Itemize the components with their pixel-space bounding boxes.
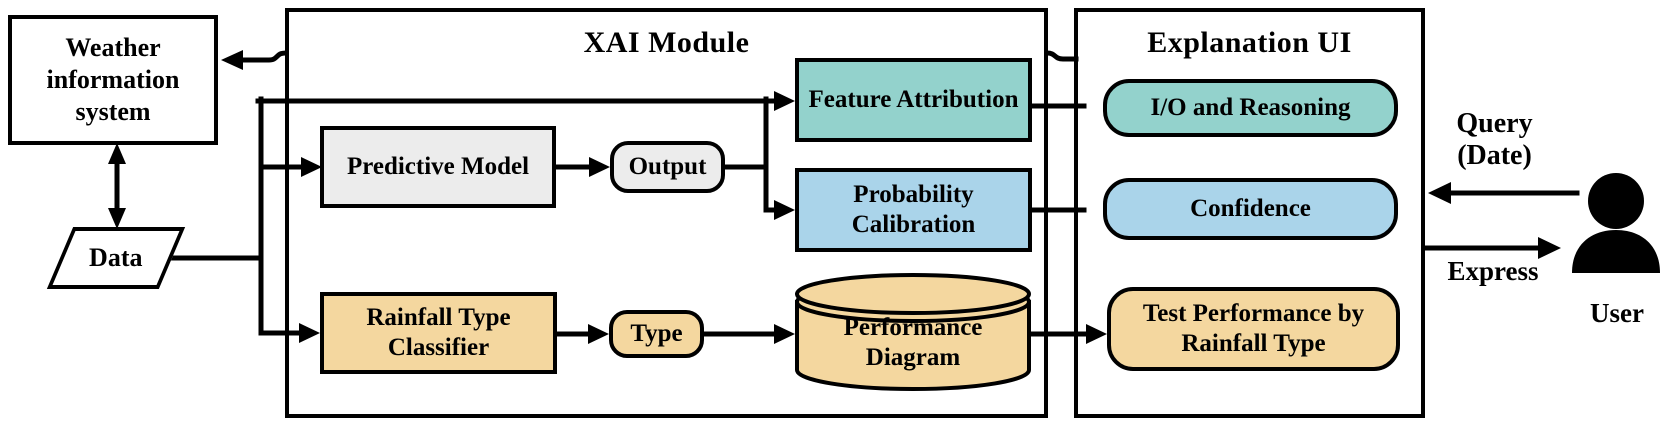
xai-module-title: XAI Module	[583, 26, 750, 59]
query-label: Query (Date)	[1456, 108, 1533, 172]
feature-attribution-label: Feature Attribution	[808, 85, 1019, 113]
confidence-node: Confidence	[1103, 178, 1398, 240]
confidence-label: Confidence	[1190, 194, 1311, 222]
probability-calibration-node: Probability Calibration	[795, 168, 1032, 252]
rainfall-type-classifier-node: Rainfall Type Classifier	[320, 292, 557, 374]
user-icon	[1572, 173, 1660, 273]
xai-module-container: XAI Module	[285, 8, 1048, 418]
io-reasoning-label: I/O and Reasoning	[1150, 93, 1351, 121]
explanation-ui-title: Explanation UI	[1147, 26, 1352, 59]
explanation-to-xai-connector	[1044, 50, 1079, 62]
type-node: Type	[609, 310, 704, 358]
arrowhead-into-weather	[221, 50, 243, 70]
explanation-ui-container: Explanation UI	[1074, 8, 1425, 418]
arrowhead-weather-up	[108, 143, 126, 164]
probability-calibration-label: Probability Calibration	[851, 180, 976, 239]
arrowhead-weather-down	[108, 208, 126, 229]
arrowhead-query	[1428, 182, 1451, 204]
weather-information-system-label: Weather information system	[46, 33, 180, 126]
test-performance-label: Test Performance by Rainfall Type	[1142, 299, 1365, 358]
express-label: Express	[1447, 256, 1539, 286]
output-node: Output	[610, 141, 725, 193]
feature-attribution-node: Feature Attribution	[795, 58, 1032, 142]
data-label: Data	[89, 243, 143, 273]
test-performance-node: Test Performance by Rainfall Type	[1107, 287, 1400, 371]
xai-to-weather-arrow	[238, 50, 288, 63]
predictive-model-node: Predictive Model	[320, 126, 556, 208]
data-parallelogram: Data	[46, 227, 186, 289]
predictive-model-label: Predictive Model	[346, 152, 530, 180]
rainfall-type-classifier-label: Rainfall Type Classifier	[366, 303, 511, 362]
user-label: User	[1590, 298, 1644, 328]
type-label: Type	[630, 319, 683, 347]
weather-information-system-node: Weather information system	[8, 15, 218, 145]
output-label: Output	[628, 152, 707, 180]
io-reasoning-node: I/O and Reasoning	[1103, 79, 1398, 137]
performance-diagram-label: Performance Diagram	[843, 313, 983, 372]
performance-diagram-cylinder: Performance Diagram	[797, 304, 1029, 382]
